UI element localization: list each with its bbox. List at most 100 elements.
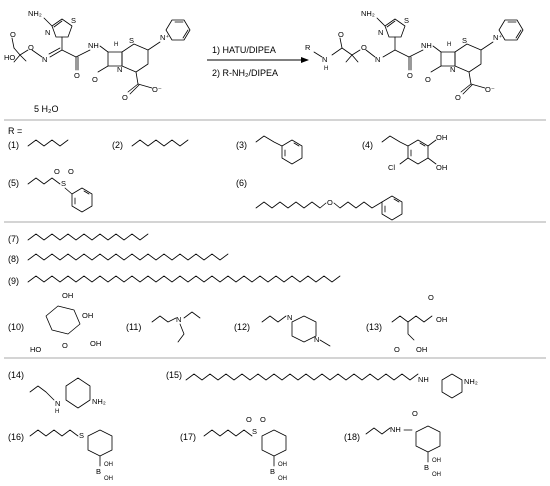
compound-14-h: H — [55, 409, 59, 415]
product-oxime-n: N — [375, 55, 380, 64]
compound-10: (10) OH OH HO O OH — [8, 291, 101, 354]
r-equals-label: R = — [8, 126, 22, 136]
product-amino-label: NH₂ — [361, 9, 375, 18]
bridgehead-h-label: H — [114, 42, 118, 48]
acid-ho-label: HO — [4, 53, 15, 62]
compound-label-6: (6) — [236, 178, 247, 188]
ring-s-label: S — [129, 36, 134, 45]
compound-10-oh-ch2: OH — [90, 339, 101, 348]
compound-label-2: (2) — [112, 140, 123, 150]
compound-18-o: O — [412, 409, 418, 418]
compound-4-cl: Cl — [388, 163, 395, 172]
compound-label-4: (4) — [362, 140, 373, 150]
compound-15: (15) NH NH₂ — [166, 370, 478, 399]
ring-n-label: N — [117, 65, 122, 74]
compound-18-b: B — [424, 463, 429, 472]
compound-label-8: (8) — [8, 254, 19, 264]
compound-label-1: (1) — [8, 140, 19, 150]
compound-6: (6) O — [236, 178, 403, 221]
thiazole-s-label: S — [71, 16, 76, 25]
compound-label-13: (13) — [366, 322, 382, 332]
amino-label: NH₂ — [28, 9, 42, 18]
compound-17-s: S — [252, 427, 257, 436]
pyridinium-label: N⁺ — [160, 33, 169, 42]
compound-17-oh1: OH — [278, 462, 287, 468]
compound-4-oh-2: OH — [436, 163, 447, 172]
compound-16-oh2: OH — [104, 476, 113, 482]
compound-4: (4) OH OH Cl — [362, 133, 447, 172]
compound-label-3: (3) — [236, 140, 247, 150]
compound-16: (16) S B OH OH — [8, 429, 113, 482]
product-amide-o: O — [338, 30, 344, 39]
compound-16-oh1: OH — [104, 462, 113, 468]
compound-5-s: S — [61, 179, 66, 188]
compound-13-oh2: OH — [416, 345, 427, 354]
oxime-o-label: O — [28, 43, 34, 52]
compound-4-oh-1: OH — [436, 133, 447, 142]
compound-16-b: B — [96, 467, 101, 476]
product-oxime-o: O — [361, 43, 367, 52]
compound-17-o1: O — [246, 415, 252, 424]
compound-label-16: (16) — [8, 432, 24, 442]
compound-10-oh-top: OH — [62, 291, 73, 300]
compound-11: (11) N — [126, 311, 201, 343]
product-carboxylate-o: O — [455, 93, 461, 102]
compound-15-nh: NH — [418, 375, 429, 384]
compound-17-o2: O — [260, 415, 266, 424]
compound-5: (5) S O O — [8, 167, 93, 213]
lactam-o-label: O — [92, 75, 98, 84]
compound-14: (14) N H NH₂ — [8, 370, 106, 415]
compound-label-10: (10) — [8, 322, 24, 332]
thiazole-n-label: N — [45, 28, 50, 37]
acid-o-label: O — [10, 30, 16, 39]
compound-7: (7) — [8, 233, 149, 244]
compound-18-oh2: OH — [432, 472, 441, 478]
compound-label-15: (15) — [166, 370, 182, 380]
product-ring-n: N — [450, 65, 455, 74]
amide-o-label: O — [74, 71, 80, 80]
compound-13: (13) O OH O OH — [366, 293, 447, 354]
reagent-step-1: 1) HATU/DIPEA — [212, 45, 276, 55]
compound-17-b: B — [270, 467, 275, 476]
compound-13-o1: O — [428, 293, 434, 302]
compound-3: (3) — [236, 135, 303, 165]
compound-label-18: (18) — [344, 432, 360, 442]
compound-12: (12) N N — [234, 313, 331, 347]
reagent-step-2: 2) R-NH₂/DIPEA — [212, 68, 278, 78]
carboxylate-o-label: O — [122, 93, 128, 102]
compound-18: (18) NH O B OH OH — [344, 409, 441, 478]
product-o-label: O — [407, 71, 413, 80]
product-lactam-o: O — [425, 75, 431, 84]
compound-13-oh1: OH — [436, 315, 447, 324]
starting-material: NH₂ S N N O O HO O NH O H S N O — [4, 9, 191, 114]
compound-label-7: (7) — [8, 234, 19, 244]
compound-2: (2) — [112, 139, 189, 150]
product-structure: NH₂ S N N O O N H R O NH O H S N O — [305, 9, 524, 102]
compound-11-n: N — [176, 315, 181, 324]
compound-15-nh2: NH₂ — [464, 377, 478, 386]
compound-9: (9) — [8, 275, 341, 286]
reaction-arrow: 1) HATU/DIPEA 2) R-NH₂/DIPEA — [207, 45, 309, 78]
amide-nh-label: NH — [88, 41, 99, 50]
compound-label-17: (17) — [180, 432, 196, 442]
compound-12-n1: N — [287, 313, 292, 322]
compound-10-ring-o: O — [62, 341, 68, 350]
compound-18-oh1: OH — [432, 458, 441, 464]
compound-6-o: O — [327, 198, 333, 207]
compound-18-nh: NH — [390, 425, 401, 434]
product-s-label: S — [404, 16, 409, 25]
compound-16-s: S — [79, 431, 84, 440]
product-amide-h: H — [324, 66, 328, 72]
product-pyridinium: N⁺ — [493, 33, 502, 42]
compound-5-o2: O — [68, 167, 74, 176]
product-carboxylate-ominus: O⁻ — [485, 85, 495, 94]
compound-label-5: (5) — [8, 178, 19, 188]
compound-label-14: (14) — [8, 370, 24, 380]
compound-17-oh2: OH — [278, 476, 287, 482]
compound-label-9: (9) — [8, 276, 19, 286]
compound-1: (1) — [8, 139, 69, 150]
product-amide-n: N — [322, 55, 327, 64]
product-thiazole-n: N — [378, 28, 383, 37]
